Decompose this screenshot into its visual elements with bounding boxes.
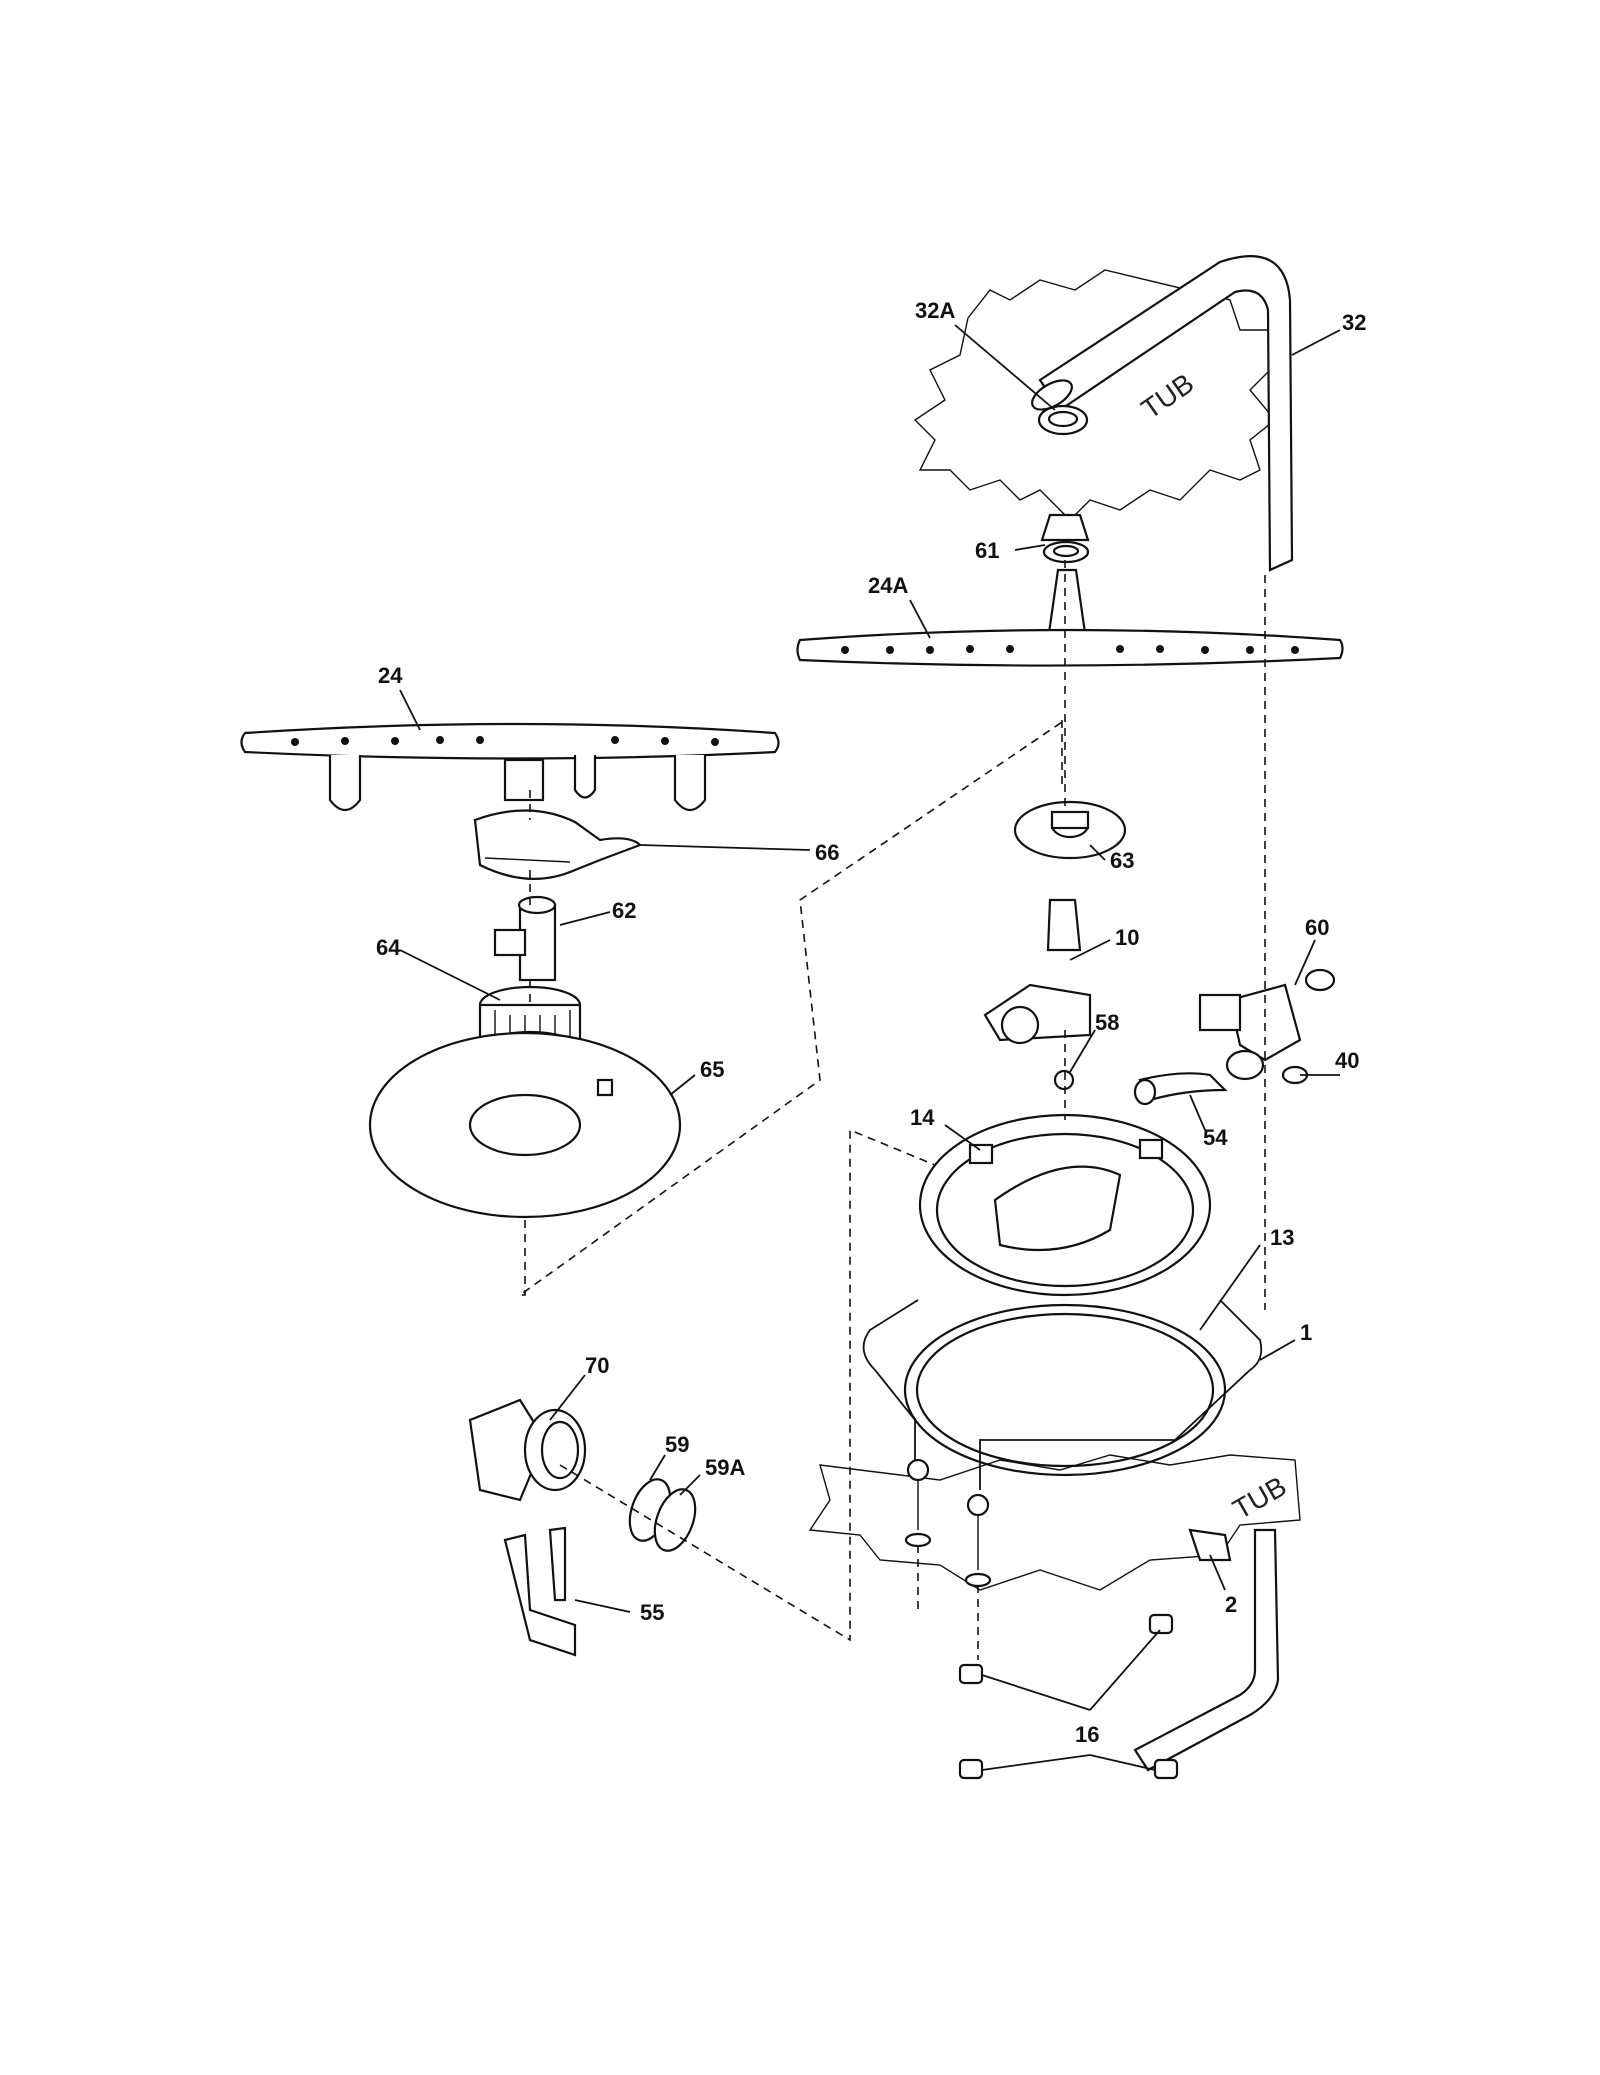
part-32a-washer xyxy=(1037,404,1089,436)
callout-64: 64 xyxy=(376,935,401,960)
callout-59a: 59A xyxy=(705,1455,745,1480)
callout-40: 40 xyxy=(1335,1048,1359,1073)
callout-55: 55 xyxy=(640,1600,664,1625)
part-66-deflector xyxy=(473,809,642,880)
part-32-tube xyxy=(1031,255,1294,572)
part-32-lower-tube xyxy=(1133,1528,1280,1772)
part-16-feet xyxy=(958,1613,1179,1780)
callout-59: 59 xyxy=(665,1432,689,1457)
part-70-pump-motor xyxy=(468,1398,587,1502)
screws xyxy=(904,1458,992,1588)
callout-1: 1 xyxy=(1300,1320,1312,1345)
callout-32a: 32A xyxy=(915,298,955,323)
callout-32: 32 xyxy=(1342,310,1366,335)
part-63-cap xyxy=(1013,800,1127,860)
callout-16: 16 xyxy=(1075,1722,1099,1747)
part-13-gasket xyxy=(903,1303,1227,1477)
tub-label-upper: TUB xyxy=(1136,367,1200,425)
part-24a-upper-spray-arm xyxy=(796,568,1344,667)
assembly-dashed-lines xyxy=(517,560,1266,1660)
part-40-clamps xyxy=(1281,968,1336,1085)
part-10-manifold xyxy=(983,898,1092,1045)
upper-tub-section: TUB xyxy=(913,269,1281,521)
part-24-lower-spray-arm xyxy=(240,722,780,812)
callout-60: 60 xyxy=(1305,915,1329,940)
callout-65: 65 xyxy=(700,1057,724,1082)
part-60-valve xyxy=(1198,983,1302,1081)
callout-70: 70 xyxy=(585,1353,609,1378)
callout-labels: 32A 32 61 24A 24 66 63 62 64 10 60 58 40… xyxy=(376,298,1366,1747)
part-61-nut xyxy=(1040,513,1090,564)
callout-66: 66 xyxy=(815,840,839,865)
part-55-bracket xyxy=(503,1526,577,1657)
callout-54: 54 xyxy=(1203,1125,1228,1150)
callout-58: 58 xyxy=(1095,1010,1119,1035)
callout-62: 62 xyxy=(612,898,636,923)
part-2-bracket xyxy=(1188,1528,1232,1562)
callout-10: 10 xyxy=(1115,925,1139,950)
callout-61: 61 xyxy=(975,538,999,563)
part-58-ball xyxy=(1053,1069,1075,1091)
callout-14: 14 xyxy=(910,1105,935,1130)
part-54-hose xyxy=(1133,1072,1228,1106)
part-14-sump xyxy=(918,1113,1212,1297)
leader-lines xyxy=(399,324,1341,1771)
callout-2: 2 xyxy=(1225,1592,1237,1617)
callout-24: 24 xyxy=(378,663,403,688)
part-62-tube xyxy=(493,895,557,982)
callout-24a: 24A xyxy=(868,573,908,598)
callout-63: 63 xyxy=(1110,848,1134,873)
callout-13: 13 xyxy=(1270,1225,1294,1250)
part-1-heater xyxy=(862,1299,1263,1490)
tub-label-lower: TUB xyxy=(1228,1470,1292,1525)
part-65-filter-screen xyxy=(368,1031,682,1219)
